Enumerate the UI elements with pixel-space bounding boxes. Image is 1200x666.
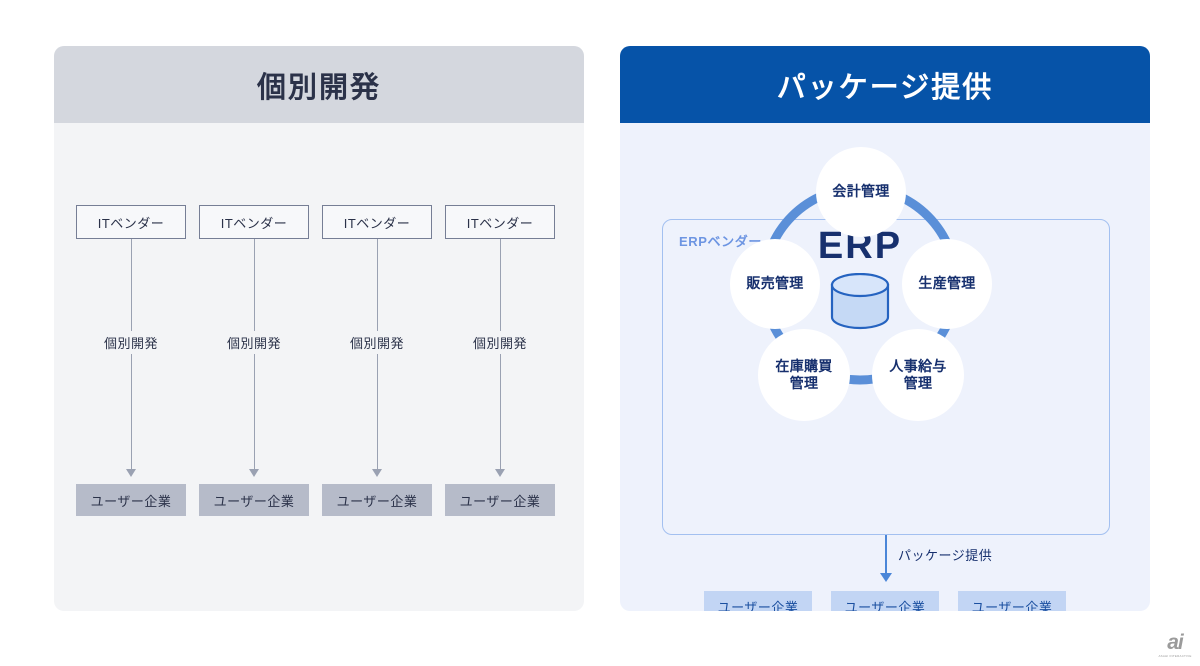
flow-arrow-head-3 — [372, 469, 382, 477]
user-company-box-3: ユーザー企業 — [322, 484, 432, 516]
it-vendor-box-2: ITベンダー — [199, 205, 309, 239]
erp-module-production: 生産管理 — [902, 239, 992, 329]
package-arrow-line — [885, 535, 887, 575]
left-panel-title: 個別開発 — [54, 46, 584, 123]
user-company-label: ユーザー企業 — [844, 599, 926, 612]
user-company-label: ユーザー企業 — [213, 493, 295, 509]
right-panel-body: ERPベンダー ERP 会計管理 — [620, 123, 1150, 611]
logo-subtitle: ASAHI INTERACTIVE — [1158, 654, 1192, 658]
it-vendor-box-1: ITベンダー — [76, 205, 186, 239]
user-company-box-r1-3: ユーザー企業 — [958, 591, 1066, 611]
erp-module-label: 会計管理 — [832, 183, 890, 200]
flow-label-4: 個別開発 — [445, 331, 555, 354]
erp-module-label-line2: 管理 — [789, 375, 819, 391]
package-flow-label: パッケージ提供 — [898, 548, 993, 563]
flow-arrow-line-1 — [131, 239, 132, 471]
flow-arrow-line-4 — [500, 239, 501, 471]
erp-module-inventory-purchasing: 在庫購買 管理 — [758, 329, 850, 421]
flow-arrow-head-4 — [495, 469, 505, 477]
erp-module-label: 生産管理 — [918, 275, 976, 292]
it-vendor-label: ITベンダー — [220, 215, 288, 231]
user-company-label: ユーザー企業 — [336, 493, 418, 509]
erp-vendor-label: ERPベンダー — [679, 234, 762, 249]
user-company-box-r1-1: ユーザー企業 — [704, 591, 812, 611]
flow-arrow-head-2 — [249, 469, 259, 477]
it-vendor-box-3: ITベンダー — [322, 205, 432, 239]
left-panel: 個別開発 ITベンダー ITベンダー ITベンダー ITベンダー — [54, 46, 584, 611]
flow-label-1: 個別開発 — [76, 331, 186, 354]
right-panel: パッケージ提供 ERPベンダー ERP — [620, 46, 1150, 611]
erp-module-label: 在庫購買 管理 — [775, 358, 832, 393]
erp-module-label: 販売管理 — [746, 275, 804, 292]
user-company-label: ユーザー企業 — [90, 493, 172, 509]
flow-arrow-line-3 — [377, 239, 378, 471]
erp-module-sales: 販売管理 — [730, 239, 820, 329]
it-vendor-label: ITベンダー — [466, 215, 534, 231]
user-company-box-1: ユーザー企業 — [76, 484, 186, 516]
erp-module-hr-payroll: 人事給与 管理 — [872, 329, 964, 421]
left-panel-body: ITベンダー ITベンダー ITベンダー ITベンダー 個別開発 個別開発 — [54, 123, 584, 611]
user-company-label: ユーザー企業 — [459, 493, 541, 509]
it-vendor-box-4: ITベンダー — [445, 205, 555, 239]
it-vendor-label: ITベンダー — [97, 215, 165, 231]
package-arrow-head — [880, 573, 892, 582]
flow-arrow-head-1 — [126, 469, 136, 477]
user-company-box-4: ユーザー企業 — [445, 484, 555, 516]
database-icon — [830, 273, 890, 330]
erp-wheel: ERP 会計管理 生産管理 人事給与 管理 — [726, 147, 994, 421]
asahi-interactive-logo: ai ASAHI INTERACTIVE — [1158, 632, 1192, 658]
erp-module-label-line1: 人事給与 — [889, 357, 947, 374]
erp-module-label-line2: 管理 — [903, 375, 933, 391]
flow-arrow-line-2 — [254, 239, 255, 471]
erp-module-label: 人事給与 管理 — [889, 358, 946, 393]
logo-mark: ai — [1167, 631, 1184, 654]
right-panel-title: パッケージ提供 — [620, 46, 1150, 123]
it-vendor-label: ITベンダー — [343, 215, 411, 231]
erp-module-accounting: 会計管理 — [816, 147, 906, 237]
user-company-box-2: ユーザー企業 — [199, 484, 309, 516]
user-company-box-r1-2: ユーザー企業 — [831, 591, 939, 611]
flow-label-2: 個別開発 — [199, 331, 309, 354]
user-company-label: ユーザー企業 — [971, 599, 1053, 612]
flow-label-3: 個別開発 — [322, 331, 432, 354]
user-company-label: ユーザー企業 — [717, 599, 799, 612]
erp-module-label-line1: 在庫購買 — [775, 357, 833, 374]
